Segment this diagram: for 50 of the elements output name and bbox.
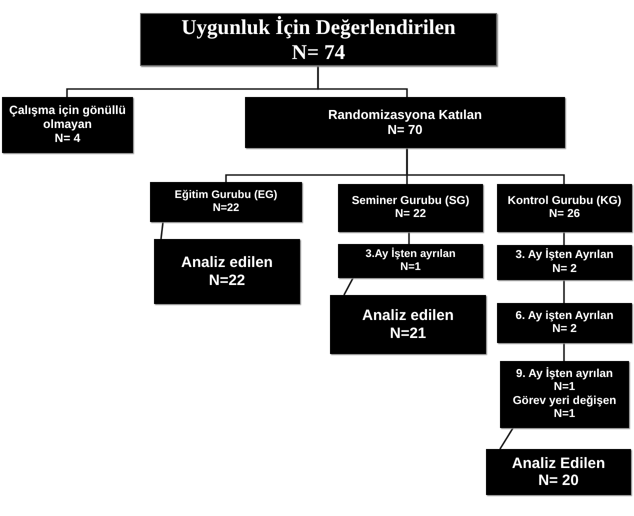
box-text: 6. Ay işten Ayrılan (514, 310, 614, 323)
box-text: N=22 (212, 202, 240, 215)
flow-box (245, 97, 565, 148)
box-text: N= 2 (551, 323, 578, 336)
box-text: Seminer Gurubu (SG) (350, 194, 470, 208)
connector-line (317, 66, 408, 97)
box-text: Analiz edilen (361, 307, 455, 324)
connector-line (343, 278, 354, 296)
connector-line (563, 343, 565, 361)
flow-box (140, 13, 497, 66)
box-text: Eğitim Gurubu (EG) (174, 189, 278, 202)
flow-box (497, 184, 632, 232)
box-text: N= 26 (548, 208, 581, 222)
flow-box (497, 303, 632, 343)
box-text: N=21 (388, 324, 428, 342)
box-text: 3. Ay İşten Ayrılan (514, 249, 614, 262)
flow-box (497, 245, 632, 280)
flow-box (154, 239, 300, 304)
box-text: 3.Ay İşten ayrılan (364, 248, 457, 261)
box-text: N=1 (552, 408, 576, 421)
box-text: Çalışma için gönüllü olmayan (8, 104, 127, 132)
box-text: N= 2 (551, 262, 578, 276)
flow-box (150, 182, 302, 222)
connector-line (160, 222, 164, 240)
flow-box (330, 295, 486, 354)
box-text: N= 22 (394, 208, 427, 222)
box-text: 9. Ay İşten ayrılan (515, 368, 614, 382)
box-text: Kontrol Gurubu (KG) (506, 194, 622, 208)
box-text: N= 70 (387, 122, 423, 138)
box-text: Analiz edilen (180, 254, 274, 272)
connector-line (563, 280, 565, 303)
box-text: N= 20 (537, 472, 580, 490)
box-text: Randomizasyona Katılan (327, 108, 483, 122)
box-text: N=1 (552, 381, 576, 394)
box-text: N=22 (208, 272, 246, 289)
box-text: Görev yeri değişen (512, 394, 618, 408)
box-count: N= 74 (290, 40, 346, 64)
connector-line (563, 232, 565, 245)
flow-box (500, 361, 629, 428)
box-text: N= 4 (54, 132, 82, 146)
box-heading: Uygunluk İçin Değerlendirilen (180, 15, 457, 40)
connector-line (408, 232, 410, 244)
flow-box (338, 244, 483, 278)
box-text: Analiz Edilen (510, 454, 606, 472)
flow-box (2, 97, 133, 153)
connector-line (406, 148, 565, 184)
box-text: N=1 (399, 261, 422, 274)
connector-line (499, 428, 514, 450)
flow-box (338, 184, 483, 232)
flow-box (486, 449, 631, 495)
